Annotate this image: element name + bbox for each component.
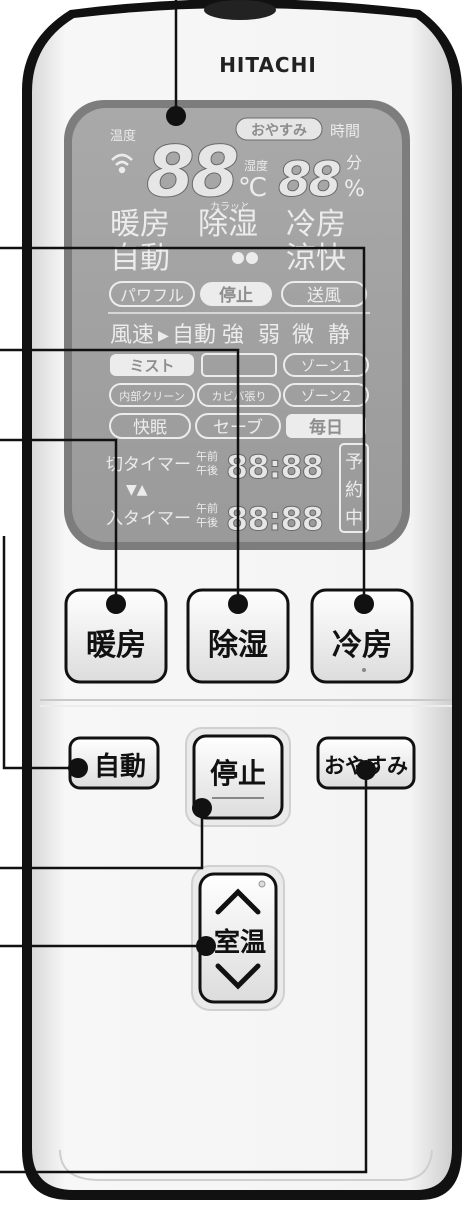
brand-logo: HITACHI	[219, 53, 317, 77]
lcd-small-digits: 88	[278, 152, 340, 208]
lcd-timer-on: 入タイマー	[106, 509, 191, 529]
temp-down-icon[interactable]	[215, 963, 261, 990]
lcd-zone2: ゾーン2	[301, 389, 351, 405]
svg-text:▼▲: ▼▲	[126, 482, 148, 498]
lcd-powerful: パワフル	[120, 286, 184, 305]
lcd-unit-pct: %	[344, 177, 365, 202]
lcd-am-2: 午前	[196, 501, 218, 515]
lcd-mode-auto: 自動	[110, 241, 170, 276]
svg-text:▶: ▶	[158, 328, 169, 344]
lcd-daily: 毎日	[309, 417, 343, 438]
lcd-timer-digits-2: 88:88	[226, 500, 323, 538]
lcd-time-label: 時間	[330, 122, 360, 140]
lcd-unit-min: 分	[346, 153, 362, 172]
lcd-unit-c: ℃	[238, 173, 267, 203]
lcd-fan-mode: 送風	[307, 286, 341, 306]
lcd-timer-digits-1: 88:88	[226, 448, 323, 486]
lcd-zone1: ゾーン1	[301, 359, 351, 375]
lcd-quiet-sleep: 快眠	[133, 418, 167, 438]
lcd-pm-1: 午後	[196, 463, 218, 477]
lcd-mist: ミスト	[129, 357, 174, 375]
lcd-fan-symbol	[232, 252, 258, 264]
lcd-pm-2: 午後	[196, 515, 218, 529]
lcd-fan-micro: 微	[292, 323, 314, 348]
lcd-humidity-label: 湿度	[244, 158, 268, 173]
lcd-fan-quiet: 静	[328, 323, 350, 348]
lcd-oyasumi-badge: おやすみ	[251, 123, 307, 139]
lcd-mode-cool: 冷房	[286, 207, 346, 242]
lcd-temp-label: 温度	[110, 128, 136, 144]
lcd-fan-weak: 弱	[258, 323, 280, 348]
lcd-am-1: 午前	[196, 449, 218, 463]
lcd-fan-strong: 強	[222, 323, 244, 348]
lcd-reserve-3: 中	[345, 508, 363, 529]
lcd-karatto: カラッと	[210, 201, 250, 213]
lcd-reserve-2: 約	[345, 480, 363, 501]
lcd-fan-auto: 自動	[172, 323, 216, 348]
temp-up-icon[interactable]	[215, 888, 261, 915]
lcd-fan-speed: 風速	[110, 323, 154, 348]
lcd-mode-cool-comfort: 涼快	[286, 241, 346, 276]
lcd-stop: 停止	[219, 285, 253, 306]
lcd-reserve-1: 予	[345, 452, 363, 473]
lcd-mode-dehumid: 除湿	[198, 207, 258, 242]
callout-lines	[0, 0, 368, 1174]
wireless-icon	[111, 153, 133, 174]
cool-button[interactable]	[310, 588, 414, 684]
callout-dots	[68, 106, 376, 956]
lcd-internal-clean: 内部クリーン	[119, 389, 184, 403]
lcd-timer-off: 切タイマー	[106, 455, 191, 475]
lcd-mode-heat: 暖房	[110, 207, 170, 242]
lcd-big-digits: 88	[146, 131, 238, 213]
